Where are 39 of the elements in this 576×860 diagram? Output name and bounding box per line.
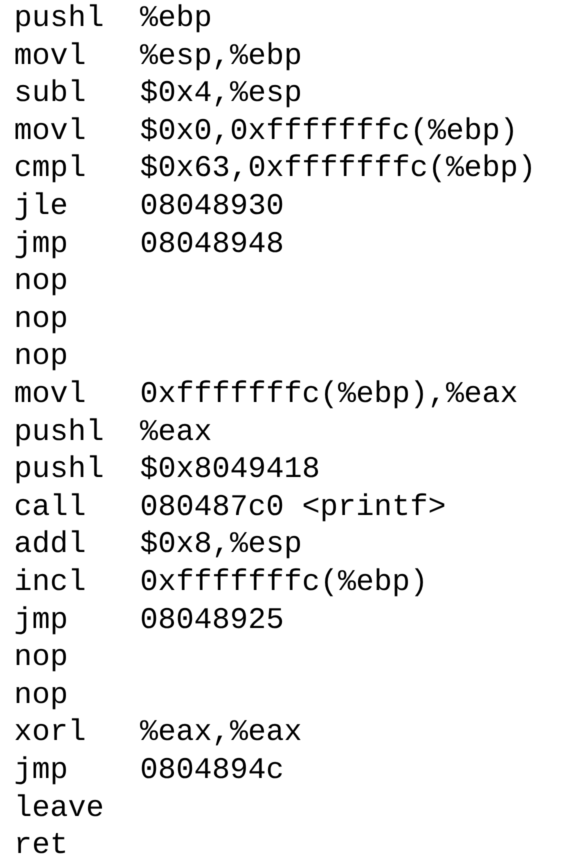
instruction-operand: 0xfffffffc(%ebp) [140, 566, 428, 600]
instruction-operand: 08048930 [140, 190, 284, 224]
instruction-operand: %esp,%ebp [140, 40, 302, 74]
instruction-mnemonic: subl [14, 77, 86, 112]
instruction-operand: $0x63,0xfffffffc(%ebp) [140, 152, 536, 186]
instruction-operand: %eax [140, 416, 212, 450]
instruction-mnemonic: nop [14, 641, 68, 676]
instruction-operand: 0xfffffffc(%ebp),%eax [140, 378, 518, 412]
instruction-mnemonic: call [14, 490, 86, 525]
instruction-mnemonic: pushl [14, 453, 104, 488]
instruction-mnemonic: jmp [14, 754, 68, 788]
instruction-mnemonic: nop [14, 678, 68, 713]
instruction-operand: %eax,%eax [140, 716, 302, 750]
instruction-mnemonic: jmp [14, 604, 68, 638]
instruction-operand: 080487c0 <printf> [140, 490, 446, 525]
instruction-operand: 08048925 [140, 604, 284, 638]
instruction-operand: %ebp [140, 2, 212, 36]
instruction-mnemonic: xorl [14, 716, 86, 750]
instruction-mnemonic: addl [14, 528, 86, 562]
instruction-mnemonic: incl [14, 566, 86, 600]
instruction-mnemonic: leave [14, 792, 104, 826]
instruction-mnemonic: nop [14, 340, 68, 374]
instruction-mnemonic: cmpl [14, 152, 86, 186]
instruction-mnemonic: movl [14, 114, 86, 149]
instruction-mnemonic: movl [14, 40, 86, 74]
instruction-mnemonic: nop [14, 302, 68, 337]
instruction-operand: $0x0,0xfffffffc(%ebp) [140, 114, 518, 149]
instruction-mnemonic: nop [14, 265, 68, 300]
instruction-mnemonic: jle [14, 190, 68, 224]
instruction-mnemonic: pushl [14, 2, 104, 36]
instruction-mnemonic: jmp [14, 228, 68, 262]
instruction-mnemonic: ret [14, 829, 68, 860]
instruction-mnemonic: movl [14, 378, 86, 412]
instruction-operand: 08048948 [140, 228, 284, 262]
instruction-operand: 0804894c [140, 754, 284, 788]
instruction-operand: $0x8049418 [140, 453, 320, 488]
instruction-mnemonic: pushl [14, 416, 104, 450]
instruction-operand: $0x4,%esp [140, 77, 302, 112]
instruction-operand: $0x8,%esp [140, 528, 302, 562]
